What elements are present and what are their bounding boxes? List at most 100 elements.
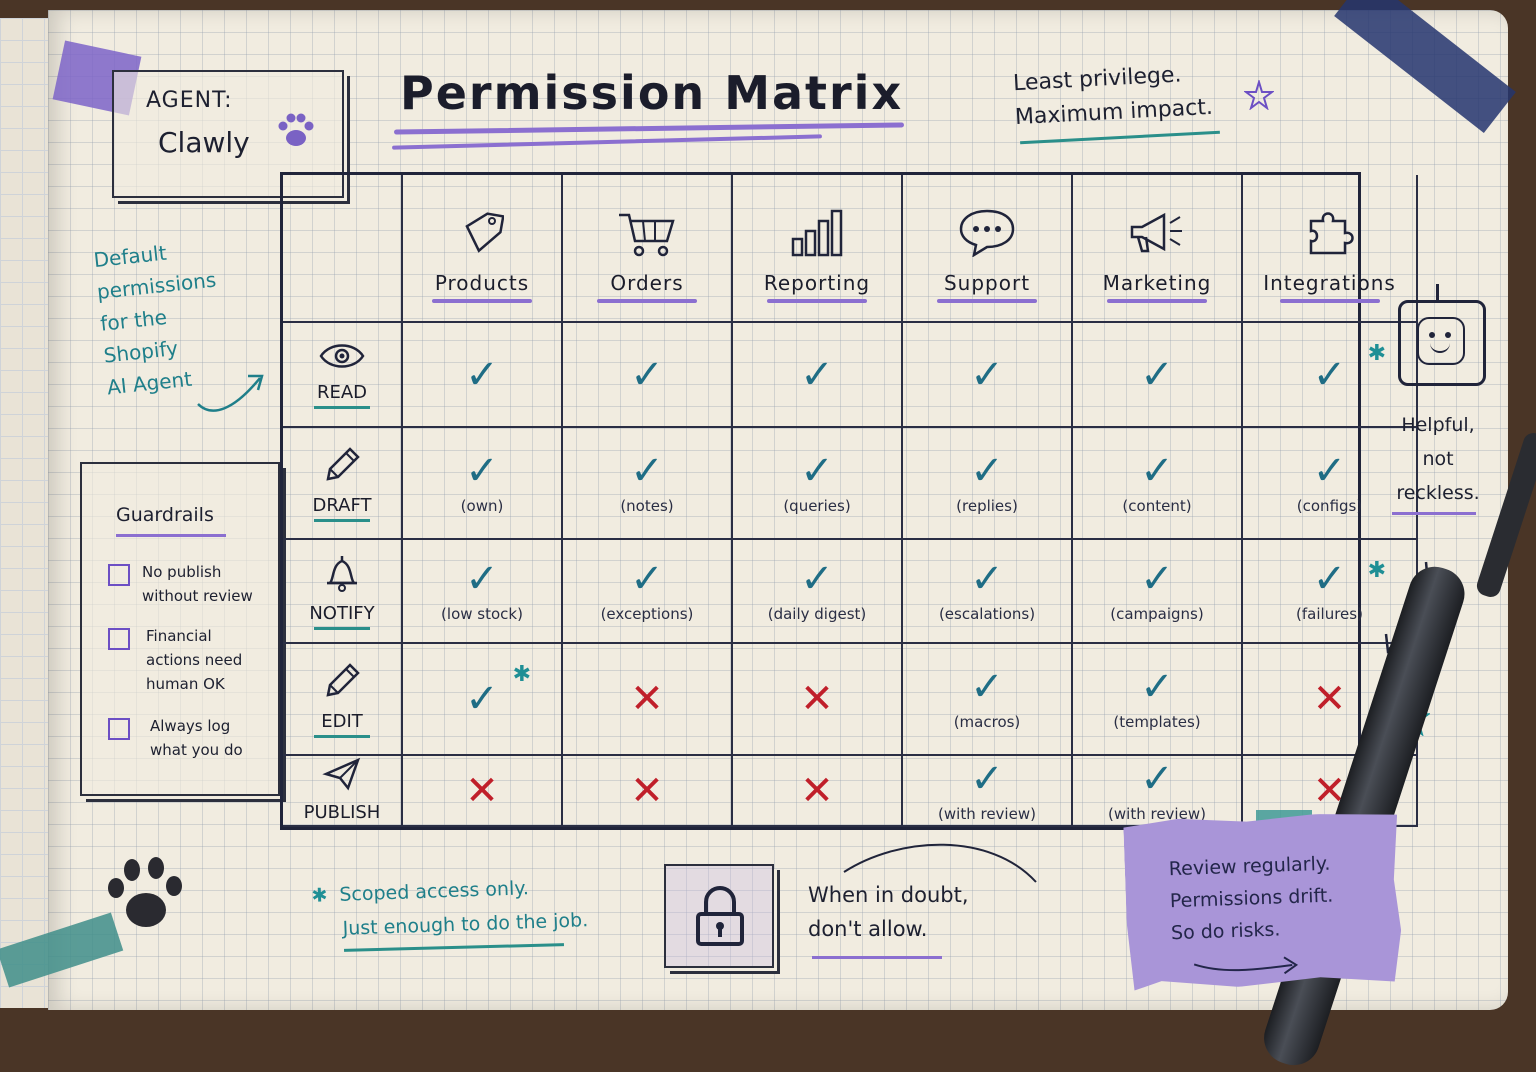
check-icon: ✓ [1312, 351, 1347, 398]
check-icon: ✓ [1140, 448, 1174, 494]
column-label: Orders [610, 271, 684, 295]
column-underline [767, 299, 867, 303]
guardrail-text: human OK [146, 675, 225, 693]
motto: Least privilege. Maximum impact. [1012, 57, 1214, 135]
row-label: EDIT [321, 710, 363, 732]
column-header: Orders [563, 175, 733, 323]
permission-cell: ✓(queries) [733, 428, 903, 540]
permission-note: (with review) [938, 804, 1036, 823]
check-icon: ✓ [1312, 556, 1347, 602]
permission-cell: ✕ [563, 756, 733, 827]
column-label: Marketing [1102, 271, 1212, 295]
asterisk-icon: ✱ [311, 884, 328, 907]
permission-note: (own) [460, 497, 504, 515]
permission-cell: ✓ [403, 323, 563, 428]
column-label: Support [943, 271, 1031, 295]
sticky-line: So do risks. [1170, 918, 1281, 945]
pencil-icon [322, 661, 362, 705]
column-label: Products [434, 271, 530, 295]
column-header: Marketing [1073, 175, 1243, 323]
row-header: NOTIFY [283, 540, 403, 644]
permission-cell: ✓(with review) [1073, 756, 1243, 827]
check-icon: ✓ [630, 556, 664, 602]
check-icon: ✓ [1140, 664, 1174, 710]
permission-cell: ✓ [1073, 323, 1243, 428]
agent-label: AGENT: [146, 88, 233, 113]
permission-cell: ✓ (templates) [1073, 644, 1243, 756]
guardrail-text: without review [142, 587, 253, 605]
sticky-line: Permissions drift. [1169, 884, 1334, 913]
guardrail-text: No publish [142, 563, 222, 581]
guardrail-item: Financial actions need human OK [108, 624, 270, 696]
helpful-line: reckless. [1396, 482, 1480, 504]
left-page [0, 18, 50, 1008]
lock-box [664, 864, 774, 968]
paper-plane-icon [322, 756, 362, 796]
check-icon: ✓ [465, 556, 499, 602]
guardrail-text: Always log [150, 717, 231, 735]
check-icon: ✓ [1312, 448, 1347, 494]
permission-cell: ✓ (exceptions) [563, 540, 733, 644]
permission-note: (with review) [1108, 804, 1206, 823]
check-icon: ✓ [465, 676, 499, 722]
permission-cell: ✓ [733, 323, 903, 428]
permission-cell: ✕ [733, 756, 903, 827]
guardrail-text: actions need [146, 651, 243, 669]
permission-cell: ✕ [563, 644, 733, 756]
cross-icon: ✕ [800, 767, 834, 814]
permission-cell: ✓ [903, 323, 1073, 428]
row-header: PUBLISH [283, 756, 403, 827]
row-underline [314, 626, 370, 630]
paw-print-icon [108, 857, 182, 927]
row-label: DRAFT [312, 494, 372, 516]
column-underline [1279, 299, 1380, 303]
permission-note: (escalations) [938, 605, 1036, 623]
guardrail-item: Always log what you do [108, 714, 270, 762]
guardrails-underline [116, 534, 226, 537]
permission-cell: ✓✱ [1243, 323, 1418, 428]
guardrail-item: No publish without review [108, 560, 270, 608]
permission-note: (content) [1122, 497, 1192, 515]
cross-icon: ✕ [465, 767, 499, 814]
column-underline [597, 299, 697, 303]
eye-icon [318, 340, 366, 376]
column-header: Products [403, 175, 563, 323]
column-underline [432, 299, 532, 303]
cross-icon: ✕ [1312, 676, 1347, 722]
padlock-icon [696, 886, 744, 946]
column-underline [937, 299, 1037, 303]
agent-box: AGENT: Clawly [112, 70, 344, 198]
row-label: NOTIFY [309, 602, 375, 624]
row-header: DRAFT [283, 428, 403, 540]
check-icon: ✓ [970, 664, 1004, 710]
check-icon: ✓ [630, 448, 664, 494]
permission-cell: ✓ (own) [403, 428, 563, 540]
column-header: Integrations [1243, 175, 1418, 323]
check-icon: ✓ [970, 755, 1004, 802]
doubt-note: When in doubt, don't allow. [808, 878, 969, 946]
permission-note: (queries) [783, 497, 851, 515]
permission-note: (exceptions) [600, 605, 694, 623]
curved-arrow-icon [197, 374, 264, 412]
column-underline [1107, 299, 1207, 303]
column-header: Support [903, 175, 1073, 323]
arrow-right-icon [1192, 947, 1303, 981]
check-icon: ✓ [1140, 556, 1174, 602]
row-header: READ [283, 323, 403, 428]
permission-cell: ✓ (campaigns) [1073, 540, 1243, 644]
check-icon: ✓ [465, 448, 499, 494]
check-icon: ✓ [630, 351, 664, 398]
guardrails-box: Guardrails No publish without review Fin… [80, 462, 280, 796]
doubt-underline [812, 956, 942, 959]
permission-note: (configs) [1296, 497, 1363, 515]
helpful-underline [1392, 512, 1476, 515]
permission-note: (notes) [620, 497, 674, 515]
permission-note: (replies) [956, 497, 1018, 515]
permission-note: (templates) [1113, 713, 1201, 731]
check-icon: ✓ [970, 556, 1004, 602]
permission-note: (daily digest) [767, 605, 867, 623]
bell-icon [322, 553, 362, 597]
permission-cell: ✓ (escalations) [903, 540, 1073, 644]
permission-note: (campaigns) [1110, 605, 1204, 623]
page-title: Permission Matrix [400, 66, 904, 120]
